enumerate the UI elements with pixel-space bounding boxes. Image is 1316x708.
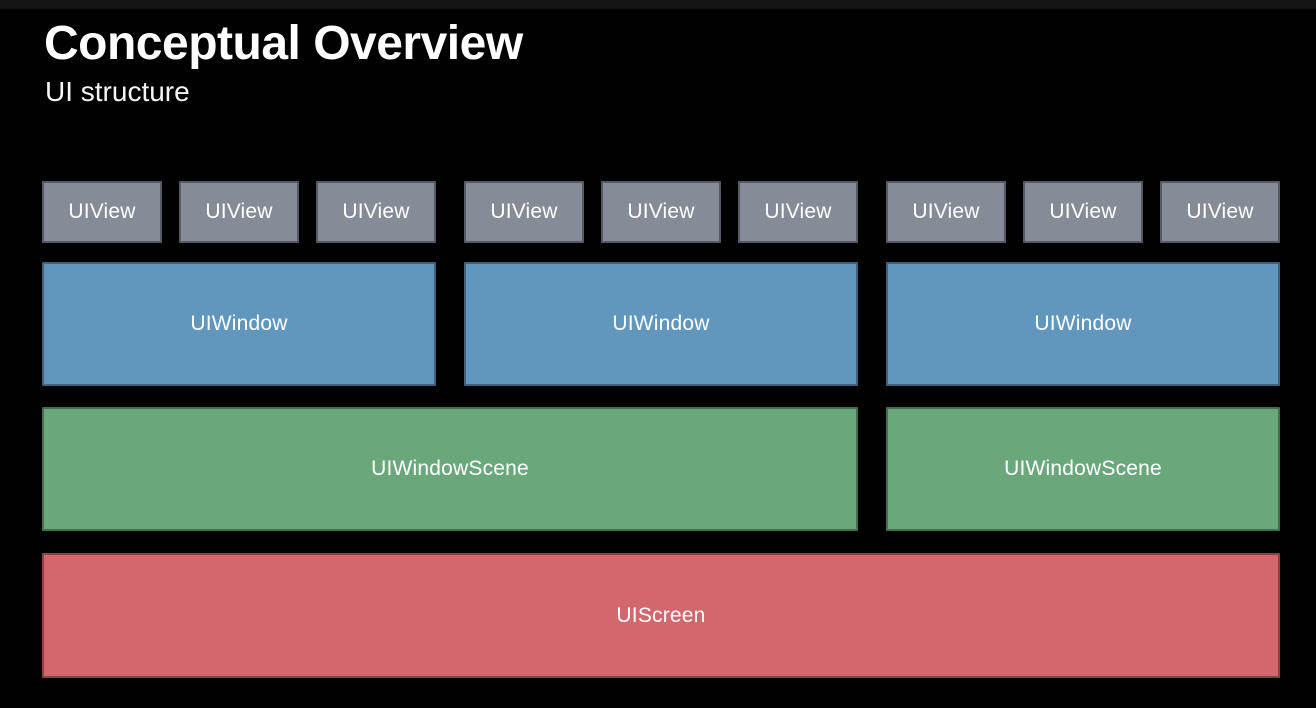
uiscreen-box: UIScreen xyxy=(42,553,1280,678)
uiwindow-box: UIWindow xyxy=(42,262,436,386)
uiview-group-2: UIView UIView UIView xyxy=(464,181,858,243)
uiview-box: UIView xyxy=(1160,181,1280,243)
uiwindow-box: UIWindow xyxy=(886,262,1280,386)
uiview-box: UIView xyxy=(42,181,162,243)
uiview-box: UIView xyxy=(738,181,858,243)
uiview-box: UIView xyxy=(316,181,436,243)
uiwindow-box: UIWindow xyxy=(464,262,858,386)
uiview-box: UIView xyxy=(601,181,721,243)
uiview-box: UIView xyxy=(464,181,584,243)
uiview-box: UIView xyxy=(1023,181,1143,243)
uiview-group-3: UIView UIView UIView xyxy=(886,181,1280,243)
uiview-group-1: UIView UIView UIView xyxy=(42,181,436,243)
uiview-layer: UIView UIView UIView UIView UIView UIVie… xyxy=(42,181,1280,243)
uiview-box: UIView xyxy=(179,181,299,243)
uiwindowscene-box: UIWindowScene xyxy=(42,407,858,531)
uiscreen-layer: UIScreen xyxy=(42,553,1280,678)
slide-header: Conceptual Overview UI structure xyxy=(44,16,523,108)
slide-subtitle: UI structure xyxy=(45,75,190,107)
slide-title: Conceptual Overview xyxy=(44,17,523,70)
uiwindow-layer: UIWindow UIWindow UIWindow xyxy=(42,262,1280,386)
uiwindowscene-layer: UIWindowScene UIWindowScene xyxy=(42,407,1280,531)
window-top-edge xyxy=(0,0,1316,9)
uiwindowscene-box: UIWindowScene xyxy=(886,407,1280,531)
uiview-box: UIView xyxy=(886,181,1006,243)
